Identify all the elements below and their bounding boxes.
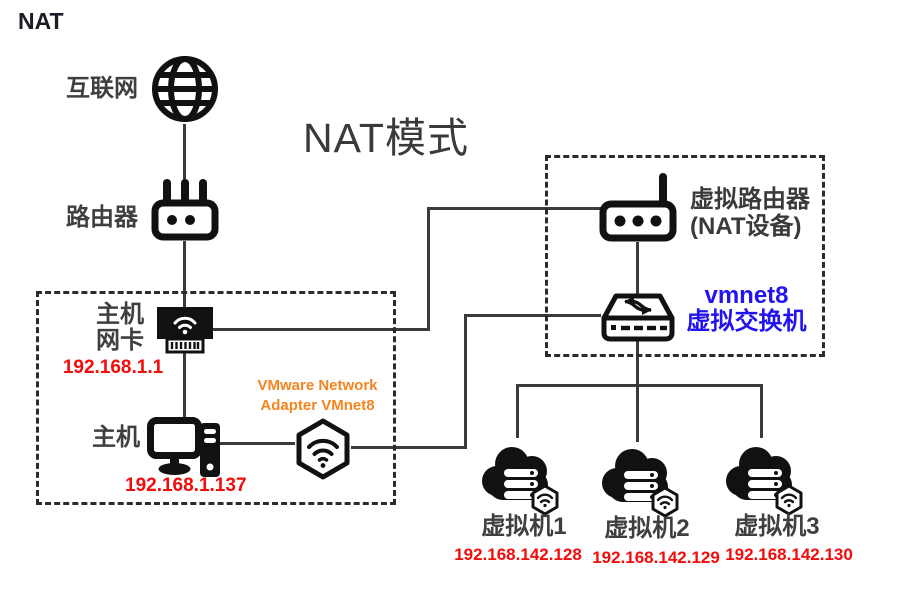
internet-label: 互联网 bbox=[66, 75, 138, 102]
virtual-router-icon bbox=[599, 172, 677, 244]
line-internet-router bbox=[183, 124, 186, 182]
line-elbow-switch bbox=[464, 314, 601, 317]
host-group-box bbox=[36, 291, 396, 505]
line-nic-elbow-h bbox=[211, 328, 430, 331]
line-drop-vm1 bbox=[516, 384, 519, 438]
host-nic-label-line2: 网卡 bbox=[96, 327, 144, 354]
line-router-nic bbox=[183, 241, 186, 309]
line-elbow-vrouter bbox=[427, 207, 604, 210]
line-branch-horizontal bbox=[517, 384, 763, 387]
line-switch-branch bbox=[636, 341, 639, 387]
virtual-router-label-line2: (NAT设备) bbox=[690, 213, 802, 240]
router-icon bbox=[151, 177, 219, 243]
line-nic-elbow-v bbox=[427, 207, 430, 331]
vm2-icon bbox=[598, 442, 682, 518]
host-nic-label: 主机 网卡 bbox=[76, 302, 144, 354]
line-adapter-elbow-v bbox=[464, 314, 467, 449]
virtual-router-label-line1: 虚拟路由器 bbox=[690, 186, 810, 213]
line-adapter-elbow-h bbox=[351, 446, 466, 449]
vm2-label: 虚拟机2 bbox=[604, 515, 690, 542]
virtual-switch-icon bbox=[599, 292, 677, 344]
vm3-label: 虚拟机3 bbox=[734, 513, 820, 540]
vmware-adapter-label: VMware Network Adapter VMnet8 bbox=[240, 376, 395, 416]
line-drop-vm3 bbox=[760, 384, 763, 438]
virtual-switch-label-line2: 虚拟交换机 bbox=[686, 308, 807, 335]
globe-icon bbox=[149, 52, 221, 126]
network-card-icon bbox=[156, 306, 214, 356]
host-label: 主机 bbox=[92, 424, 140, 451]
vm1-icon bbox=[478, 440, 562, 516]
vmware-adapter-label-line2: Adapter VMnet8 bbox=[260, 397, 375, 414]
diagram-title: NAT模式 bbox=[303, 115, 469, 161]
host-ip: 192.168.1.137 bbox=[125, 475, 247, 496]
vm3-icon bbox=[722, 440, 806, 516]
host-nic-label-line1: 主机 bbox=[96, 301, 144, 328]
virtual-router-label: 虚拟路由器 (NAT设备) bbox=[690, 186, 820, 240]
nat-group-box bbox=[545, 155, 825, 357]
line-host-adapter bbox=[219, 442, 295, 445]
vmware-adapter-label-line1: VMware Network bbox=[257, 377, 378, 394]
nic-ip: 192.168.1.1 bbox=[62, 357, 164, 378]
vm1-label: 虚拟机1 bbox=[481, 513, 567, 540]
line-vrouter-switch bbox=[636, 242, 639, 294]
vm3-ip: 192.168.142.130 bbox=[725, 545, 853, 564]
vmnet8-adapter-icon bbox=[293, 417, 353, 481]
router-label: 路由器 bbox=[66, 204, 138, 231]
line-drop-vm2 bbox=[636, 384, 639, 442]
page-title: NAT bbox=[18, 8, 64, 34]
virtual-switch-label-line1: vmnet8 bbox=[704, 282, 789, 309]
vm2-ip: 192.168.142.129 bbox=[592, 548, 720, 567]
vm1-ip: 192.168.142.128 bbox=[454, 545, 582, 564]
line-nic-host bbox=[183, 353, 186, 419]
host-computer-icon bbox=[147, 417, 221, 479]
virtual-switch-label: vmnet8 虚拟交换机 bbox=[684, 283, 809, 335]
